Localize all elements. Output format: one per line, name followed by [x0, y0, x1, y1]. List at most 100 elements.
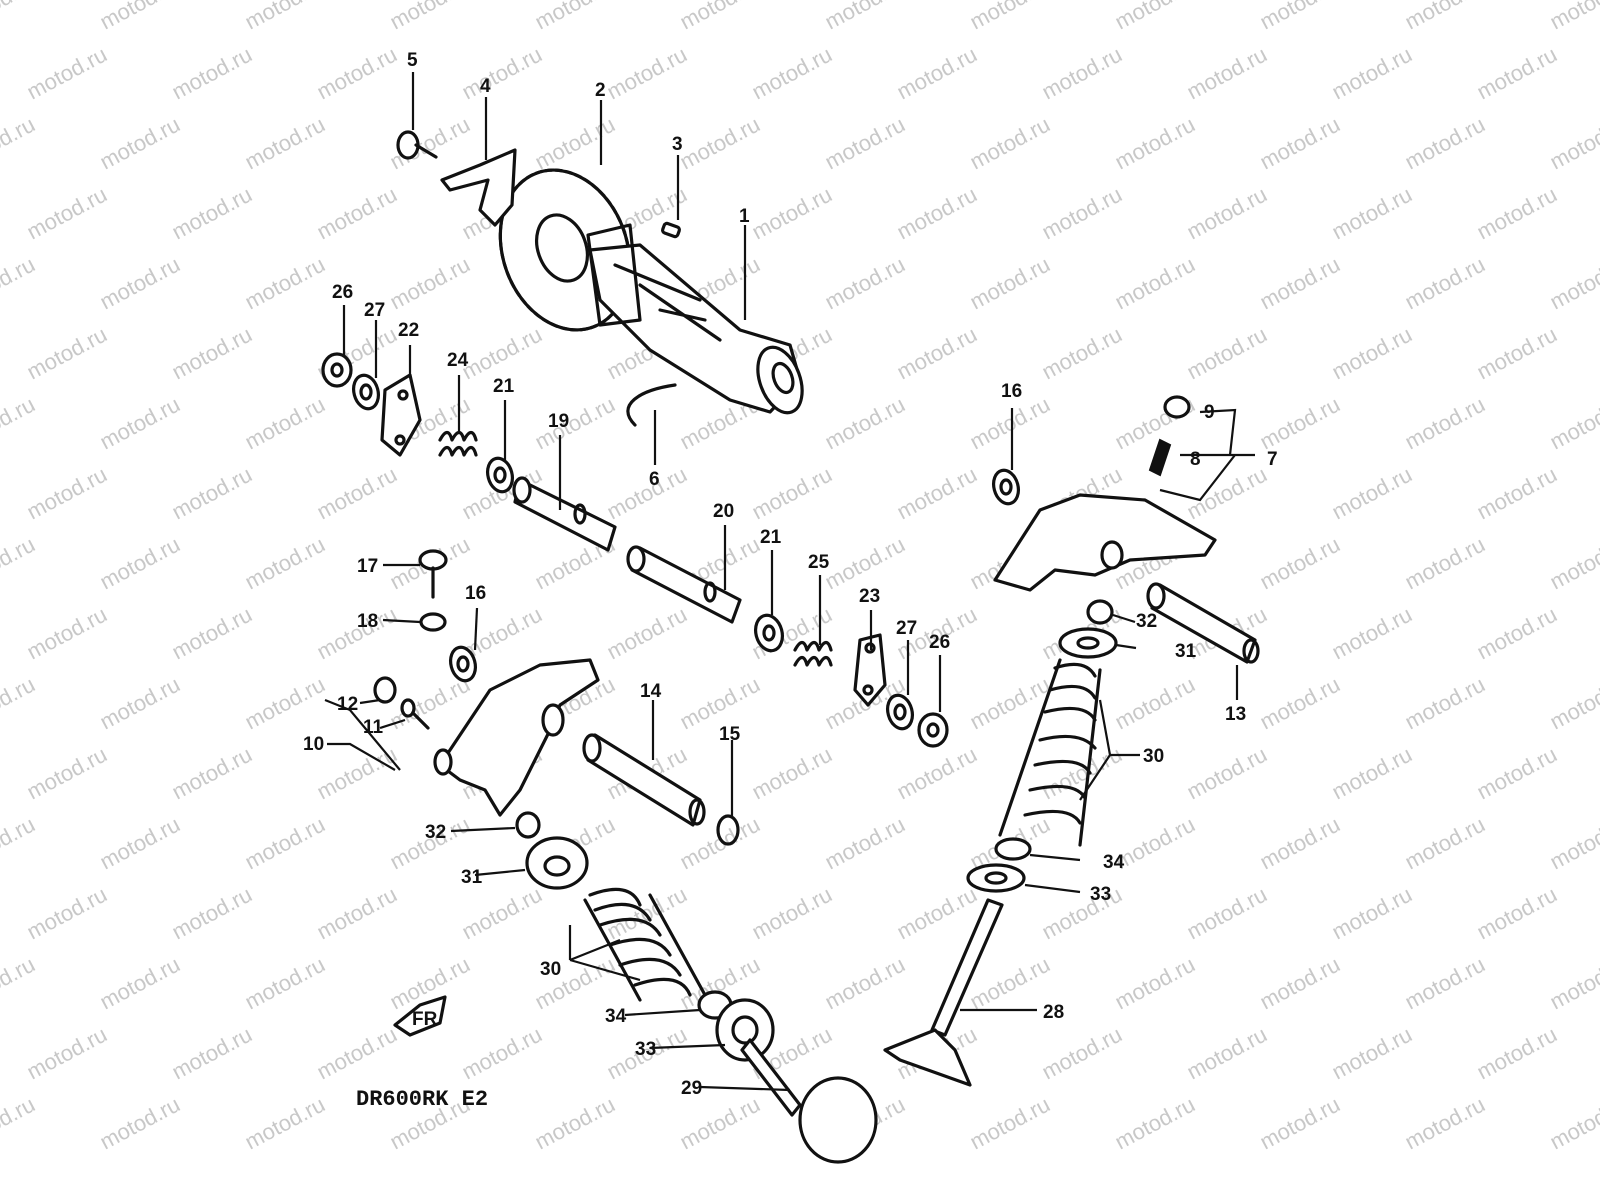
washer-21-right: [754, 613, 784, 653]
callout-23: 23: [859, 586, 880, 607]
watermark-text: motod.ru: [458, 882, 546, 945]
watermark-text: motod.ru: [893, 322, 981, 385]
rocker-shaft-14: [582, 733, 706, 827]
watermark-text: motod.ru: [1183, 462, 1271, 525]
washer-27-left: [352, 373, 380, 411]
callout-10: 10: [303, 734, 324, 755]
rocker-arm-right: [993, 493, 1217, 592]
callout-16-right: 16: [1001, 381, 1022, 402]
watermark-text: motod.ru: [313, 742, 401, 805]
watermark-text: motod.ru: [1038, 882, 1126, 945]
front-direction-arrow: FR: [393, 995, 447, 1037]
watermark-text: motod.ru: [1546, 672, 1600, 735]
callout-12: 12: [337, 694, 358, 715]
watermark-text: motod.ru: [1038, 42, 1126, 105]
watermark-text: motod.ru: [1256, 812, 1344, 875]
watermark-text: motod.ru: [1401, 112, 1489, 175]
cotter-32-left: [515, 811, 541, 839]
watermark-text: motod.ru: [241, 392, 329, 455]
watermark-text: motod.ru: [821, 252, 909, 315]
watermark-text: motod.ru: [1111, 252, 1199, 315]
watermark-text: motod.ru: [23, 462, 111, 525]
seal-34-right: [994, 837, 1032, 861]
watermark-text: motod.ru: [1038, 1022, 1126, 1085]
watermark-text: motod.ru: [1473, 742, 1561, 805]
valve-29: [740, 1038, 878, 1164]
callout-3: 3: [672, 134, 683, 155]
watermark-text: motod.ru: [1546, 532, 1600, 595]
cotter-32-right: [1086, 599, 1114, 625]
callout-6: 6: [649, 469, 660, 490]
watermark-text: motod.ru: [23, 322, 111, 385]
watermark-text: motod.ru: [1111, 952, 1199, 1015]
callout-22: 22: [398, 320, 419, 341]
watermark-text: motod.ru: [1546, 252, 1600, 315]
callout-34-right: 34: [1103, 852, 1125, 873]
watermark-text: motod.ru: [241, 112, 329, 175]
watermark-text: motod.ru: [1038, 182, 1126, 245]
watermark-text: motod.ru: [966, 252, 1054, 315]
watermark-text: motod.ru: [1256, 0, 1344, 34]
watermark-text: motod.ru: [0, 112, 39, 175]
callout-4: 4: [480, 76, 491, 97]
camshaft: [586, 223, 804, 415]
watermark-text: motod.ru: [1111, 0, 1199, 34]
knock-pin: [661, 221, 681, 239]
watermark-text: motod.ru: [893, 742, 981, 805]
watermark-text: motod.ru: [821, 112, 909, 175]
callout-28: 28: [1043, 1002, 1064, 1023]
watermark-text: motod.ru: [603, 42, 691, 105]
callout-7: 7: [1267, 449, 1278, 470]
watermark-text: motod.ru: [1401, 0, 1489, 34]
spring-25: [793, 640, 833, 667]
watermark-text: motod.ru: [96, 952, 184, 1015]
watermark-text: motod.ru: [1256, 1092, 1344, 1155]
watermark-text: motod.ru: [676, 1092, 764, 1155]
watermark-text: motod.ru: [1546, 0, 1600, 34]
watermark-text: motod.ru: [23, 1022, 111, 1085]
watermark-text: motod.ru: [1473, 42, 1561, 105]
callout-31-right: 31: [1175, 641, 1197, 662]
watermark-text: motod.ru: [966, 0, 1054, 34]
callout-25: 25: [808, 552, 830, 573]
watermark-text: motod.ru: [0, 252, 39, 315]
callout-24: 24: [447, 350, 469, 371]
nut-9: [1163, 395, 1191, 419]
watermark-text: motod.ru: [0, 952, 39, 1015]
callout-19: 19: [548, 411, 569, 432]
circlip: [626, 383, 677, 427]
watermark-text: motod.ru: [96, 812, 184, 875]
watermark-text: motod.ru: [1038, 322, 1126, 385]
callout-32-left: 32: [425, 822, 446, 843]
watermark-text: motod.ru: [313, 1022, 401, 1085]
retainer-31-right: [1058, 627, 1118, 659]
callout-31-left: 31: [461, 867, 483, 888]
callout-33-left: 33: [635, 1039, 656, 1060]
watermark-text: motod.ru: [168, 182, 256, 245]
watermark-text: motod.ru: [1473, 182, 1561, 245]
callout-32-right: 32: [1136, 611, 1157, 632]
watermark-text: motod.ru: [96, 672, 184, 735]
watermark-text: motod.ru: [458, 1022, 546, 1085]
model-label: DR600RK E2: [356, 1087, 488, 1112]
callout-numbers: 5 4 2 3 1 6 9 8 7 16 32 31 13 30 34 33 2…: [303, 50, 1278, 1099]
watermark-text: motod.ru: [1183, 742, 1271, 805]
callout-26-left: 26: [332, 282, 353, 303]
watermark-text: motod.ru: [313, 182, 401, 245]
watermark-text: motod.ru: [603, 462, 691, 525]
rocker-arm-left: [433, 658, 600, 817]
watermark-text: motod.ru: [1473, 462, 1561, 525]
watermark-text: motod.ru: [241, 532, 329, 595]
leader-lines: [324, 72, 1255, 1092]
watermark-text: motod.ru: [1328, 742, 1416, 805]
plate-23: [853, 633, 887, 707]
camshaft-bolt: [396, 130, 438, 160]
watermark-text: motod.ru: [676, 112, 764, 175]
watermark-text: motod.ru: [1546, 392, 1600, 455]
callout-33-right: 33: [1090, 884, 1111, 905]
washer-16-left: [449, 645, 477, 683]
watermark-text: motod.ru: [676, 0, 764, 34]
watermark-text: motod.ru: [1473, 602, 1561, 665]
watermark-text: motod.ru: [1546, 952, 1600, 1015]
callout-34-left: 34: [605, 1006, 627, 1027]
